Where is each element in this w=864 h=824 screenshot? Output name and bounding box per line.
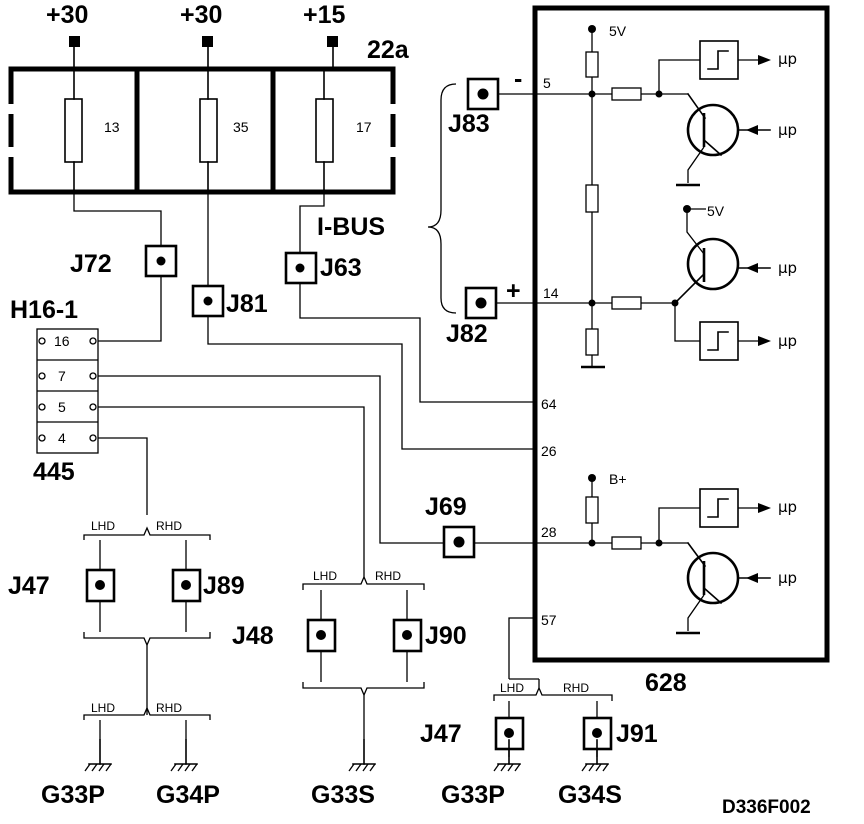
connector-j81-box <box>191 284 225 318</box>
label-j83: J83 <box>448 110 490 138</box>
lhd-label-1: LHD <box>91 519 115 533</box>
ecu-pin-64: 64 <box>541 396 557 412</box>
fuse-block-label: 22a <box>367 36 410 64</box>
ecu-pin-57: 57 <box>541 612 557 628</box>
ground-g34s: G34S <box>558 781 622 809</box>
fuse-wires <box>73 192 535 679</box>
plus-sign: + <box>506 277 521 305</box>
micro-label-6: μp <box>778 569 797 587</box>
micro-label-3: μp <box>778 259 797 277</box>
connector-j63-box <box>284 251 318 285</box>
label-j47b: J47 <box>420 720 462 748</box>
ecu-ibus-circuit <box>496 25 771 369</box>
rhd-label-3: RHD <box>375 569 401 583</box>
label-j72: J72 <box>70 250 112 278</box>
label-j48: J48 <box>232 622 274 650</box>
ecu-box <box>532 5 830 663</box>
connector-j83-box <box>466 77 500 111</box>
lhd-rhd-group-middle <box>302 567 425 772</box>
rhd-label-1: RHD <box>156 519 182 533</box>
fuse-number-2: 35 <box>233 119 249 135</box>
label-5v-mid: 5V <box>707 203 725 219</box>
fuse-number-3: 17 <box>356 119 372 135</box>
h16-subtitle: 445 <box>33 458 75 486</box>
label-j90: J90 <box>425 622 467 650</box>
ground-g34p-1: G34P <box>156 781 220 809</box>
micro-label-4: μp <box>778 332 797 350</box>
connector-j82-box <box>464 286 498 320</box>
h16-pin-4: 4 <box>58 430 66 446</box>
label-bplus: B+ <box>609 471 627 487</box>
ground-g33p-1: G33P <box>41 781 105 809</box>
ecu-pin-28: 28 <box>541 524 557 540</box>
fuse-number-1: 13 <box>104 119 120 135</box>
lhd-label-4: LHD <box>500 681 524 695</box>
lhd-rhd-group-right <box>493 678 613 772</box>
ecu-pin-5: 5 <box>543 75 551 91</box>
micro-label-1: μp <box>778 50 797 68</box>
label-j89: J89 <box>203 572 245 600</box>
label-j69: J69 <box>425 493 467 521</box>
ground-g33s: G33S <box>311 781 375 809</box>
ibus-label: I-BUS <box>317 213 385 241</box>
h16-pin-7: 7 <box>58 368 66 384</box>
h16-connector <box>36 328 99 454</box>
supply-label-1: +30 <box>46 1 88 29</box>
supply-label-2: +30 <box>180 1 222 29</box>
lhd-label-3: LHD <box>313 569 337 583</box>
diagram-id: D336F002 <box>722 797 811 818</box>
h16-pin-5: 5 <box>58 399 66 415</box>
label-j47a: J47 <box>8 572 50 600</box>
supply-label-3: +15 <box>303 1 346 29</box>
label-j63: J63 <box>320 254 362 282</box>
ibus-brace <box>427 83 457 314</box>
fuse-block <box>4 66 400 195</box>
label-j91: J91 <box>616 720 658 748</box>
rhd-label-2: RHD <box>156 701 182 715</box>
h16-pin-16: 16 <box>54 333 70 349</box>
label-j82: J82 <box>446 320 488 348</box>
lhd-rhd-group-left <box>83 526 211 772</box>
ecu-pin-14: 14 <box>543 285 559 301</box>
label-5v-top: 5V <box>609 23 627 39</box>
connector-j69-box <box>442 525 476 559</box>
ecu-label: 628 <box>645 669 687 697</box>
minus-sign: - <box>514 65 522 93</box>
micro-label-5: μp <box>778 498 797 516</box>
ecu-lower-circuit <box>535 474 771 635</box>
label-j81: J81 <box>226 290 268 318</box>
rhd-label-4: RHD <box>563 681 589 695</box>
ecu-pin-26: 26 <box>541 443 557 459</box>
supply-terminals <box>69 36 338 69</box>
h16-title: H16-1 <box>10 296 78 324</box>
connector-j72-box <box>144 244 178 278</box>
ground-g33p-2: G33P <box>441 781 505 809</box>
micro-label-2: μp <box>778 121 797 139</box>
lhd-label-2: LHD <box>91 701 115 715</box>
